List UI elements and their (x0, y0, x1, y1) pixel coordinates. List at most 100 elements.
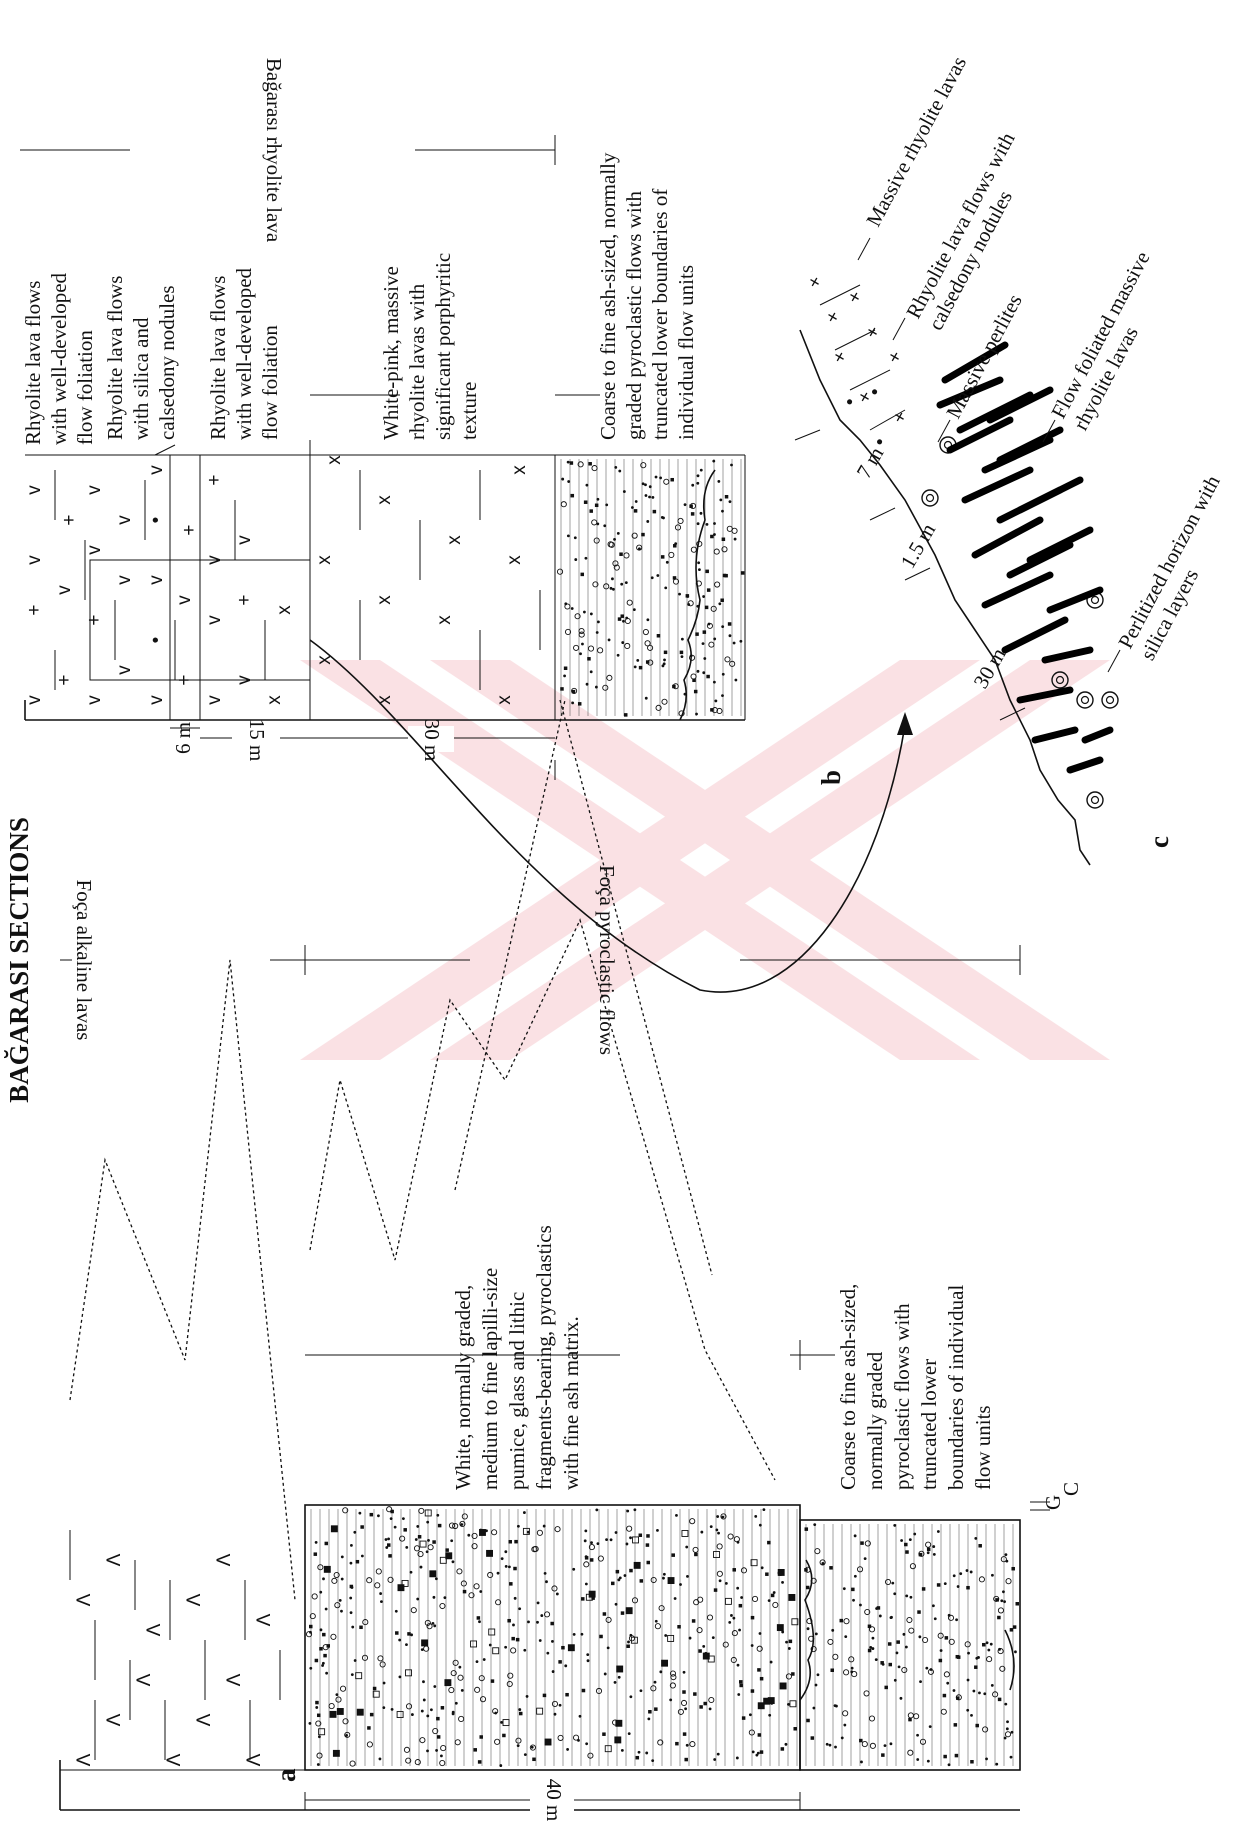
ash-dot (476, 1660, 479, 1663)
pumice-clast (606, 1617, 611, 1622)
ash-dot (554, 1713, 557, 1716)
desc-b3-line: Rhyolite lava flows (206, 276, 230, 440)
pumice-clast (579, 632, 584, 637)
ash-dot (422, 1680, 425, 1683)
perlite-nodule-core (1092, 797, 1099, 804)
ash-dot (398, 1639, 401, 1642)
desc-b5-line: individual flow units (674, 265, 698, 440)
ash-dot (716, 1515, 719, 1518)
leader-nodules (893, 318, 905, 340)
ash-dot (651, 576, 654, 579)
pumice-clast (907, 1617, 912, 1622)
pumice-clast (849, 1657, 854, 1662)
label-flow-foliated: Flow foliated massive rhyolite lavas (1046, 247, 1176, 434)
desc-b5-line: graded pyroclastic flows with (622, 190, 646, 440)
pumice-clast (462, 1514, 467, 1519)
label-massive-rhyolite: Massive rhyolite lavas (861, 52, 971, 230)
bed-mark-c: C (1059, 1482, 1083, 1496)
lithic-clast (710, 535, 714, 539)
ash-dot (695, 713, 698, 716)
ash-dot (433, 1685, 436, 1688)
lithic-clast (588, 462, 592, 466)
lithic-clast (437, 1735, 441, 1739)
ash-dot (563, 674, 566, 677)
ash-dot (461, 1689, 464, 1692)
ash-dot (504, 1550, 507, 1553)
pumice-clast (734, 1537, 739, 1542)
ash-dot (662, 664, 665, 667)
rock-symbol: v (114, 665, 135, 675)
pumice-clast (457, 1569, 462, 1574)
ash-dot (940, 1649, 943, 1652)
ash-dot (788, 1647, 791, 1650)
pumice-clast (948, 1615, 953, 1620)
desc-b3-line: with well-developed (232, 267, 256, 440)
lithic-clast (706, 675, 710, 679)
ash-dot (478, 1620, 481, 1623)
pumice-clast (714, 549, 719, 554)
lapilli-clast (545, 1739, 551, 1745)
ash-dot (721, 1516, 724, 1519)
pumice-clast (983, 1727, 988, 1732)
desc-b1-line: flow foliation (73, 330, 97, 445)
ash-dot (523, 1649, 526, 1652)
pumice-clast (555, 1527, 560, 1532)
foca-alkaline-label: Foça alkaline lavas (72, 880, 96, 1041)
pumice-clast (1006, 1579, 1011, 1584)
rock-symbol: x (509, 465, 530, 475)
lithic-clast (760, 1750, 764, 1754)
pumice-clast (693, 1547, 698, 1552)
ash-dot (674, 1597, 677, 1600)
lithic-clast (373, 1687, 377, 1691)
ash-dot (854, 1575, 857, 1578)
pumice-clast (449, 1523, 454, 1528)
lithic-clast (694, 690, 698, 694)
lithic-clast (767, 1541, 771, 1545)
ash-dot (737, 1693, 740, 1696)
lithic-clast (624, 713, 628, 717)
lithic-clast (741, 571, 745, 575)
lapilli-clast (703, 1653, 709, 1659)
lithic-clast (590, 1558, 594, 1562)
ash-dot (574, 558, 577, 561)
ash-dot (702, 1645, 705, 1648)
ash-dot (341, 1578, 344, 1581)
ash-dot (768, 1599, 771, 1602)
ash-dot (916, 1758, 919, 1761)
ash-dot (843, 1587, 846, 1590)
ash-dot (566, 1748, 569, 1751)
lithic-clast (804, 1568, 808, 1572)
ash-dot (540, 1614, 543, 1617)
lapilli-clast (616, 1720, 622, 1726)
pumice-clast (910, 1564, 915, 1569)
pumice-clast (709, 642, 714, 647)
ash-dot (678, 593, 681, 596)
ash-dot (440, 1754, 443, 1757)
lithic-clast (982, 1643, 986, 1647)
pumice-clast (516, 1738, 521, 1743)
lithic-clast (739, 1684, 743, 1688)
unit-a2-desc-line: normally graded (863, 1351, 887, 1490)
pumice-clast (923, 1637, 928, 1642)
lava-symbol: Λ (244, 1753, 265, 1766)
pumice-clast (722, 547, 727, 552)
desc-b3: Rhyolite lava flows with well-developed … (206, 267, 282, 440)
pumice-clast (458, 1675, 463, 1680)
pumice-clast (558, 1735, 563, 1740)
ash-dot (426, 1550, 429, 1553)
ash-dot (831, 1629, 834, 1632)
ash-dot (435, 1749, 438, 1752)
lithic-clast (739, 1680, 743, 1684)
ash-dot (315, 1541, 318, 1544)
ash-dot (1006, 1720, 1009, 1723)
perlite-nodule-core (1082, 697, 1089, 704)
foca-pyroclastic-label: Foça pyroclastic flows (595, 865, 619, 1055)
pumice-clast (573, 645, 578, 650)
scale-6m-label: 6 m (171, 722, 195, 754)
ash-dot (689, 1637, 692, 1640)
ash-dot (317, 1763, 320, 1766)
lithic-clast (705, 570, 709, 574)
bed-mark-g: G (1041, 1495, 1065, 1510)
lapilli-clast (537, 1708, 543, 1714)
lithic-clast (360, 1525, 364, 1529)
